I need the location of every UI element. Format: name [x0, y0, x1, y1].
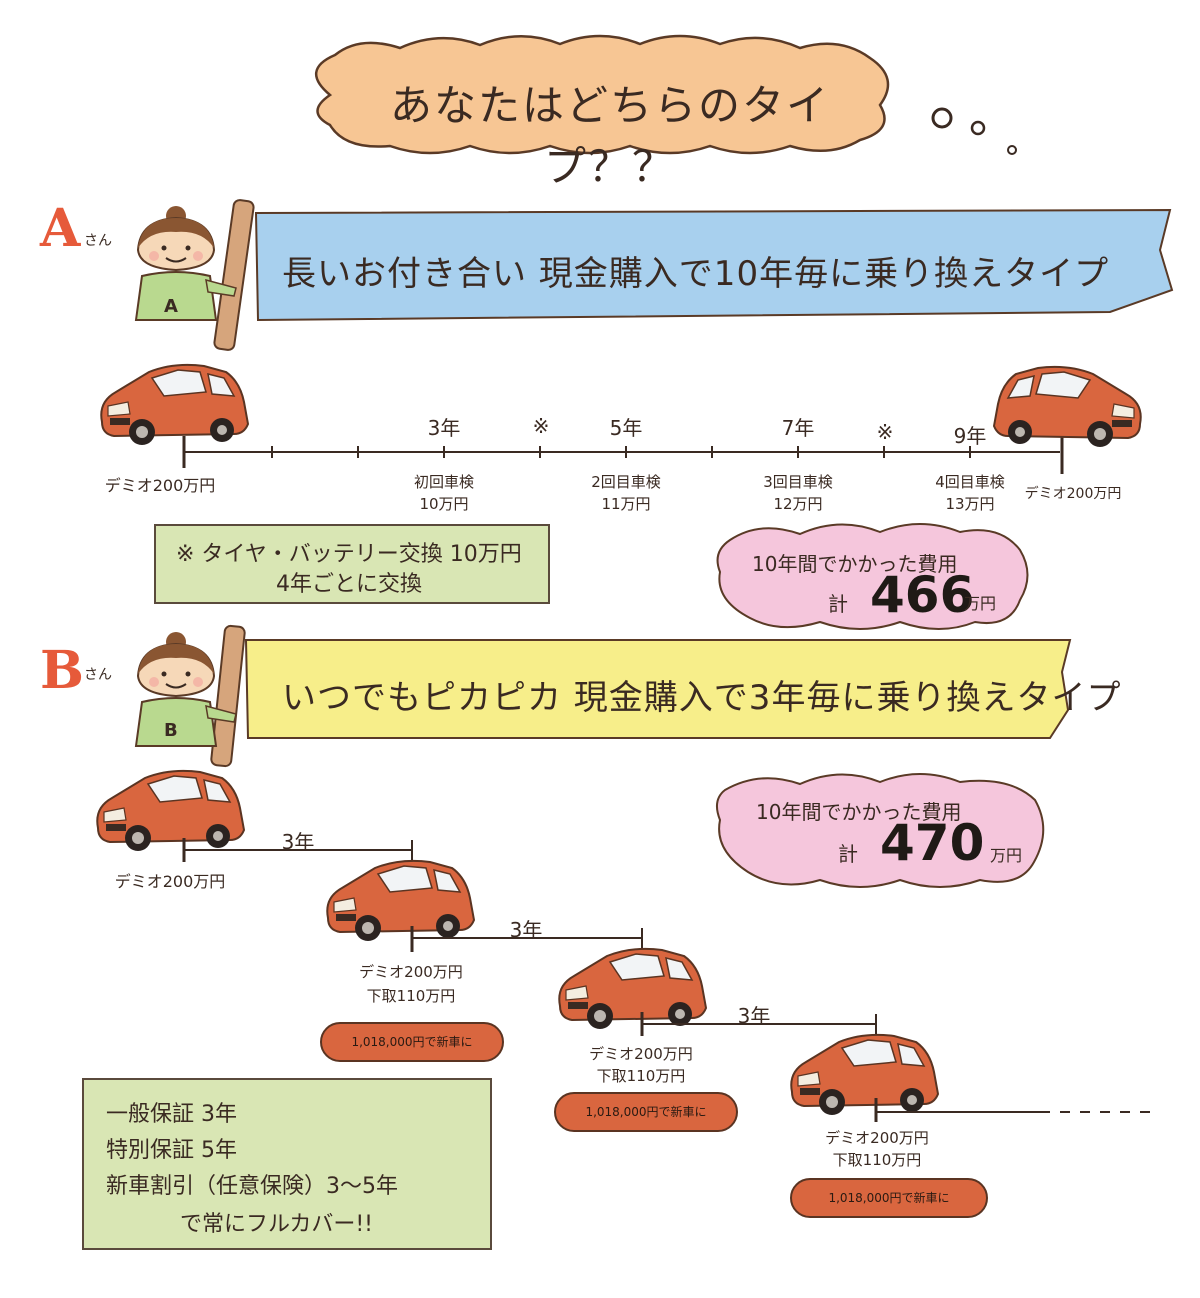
person-b-san: さん — [84, 667, 112, 683]
cost-b-label: 10年間でかかった費用 — [756, 800, 962, 824]
banner-b-text: いつでもピカピカ 現金購入で3年毎に乗り換えタイプ — [282, 678, 1122, 718]
cost-a-prefix: 計 — [828, 592, 848, 616]
cost-b-prefix: 計 — [838, 842, 858, 866]
timeline-b-step-tradein: 下取110万円 — [596, 1067, 686, 1085]
timeline-a-year: 3年 — [427, 416, 461, 440]
note-b-line: 一般保証 3年 — [106, 1102, 237, 1127]
cost-a-unit: 万円 — [964, 594, 997, 613]
note-box-a: ※ タイヤ・バッテリー交換 10万円 4年ごとに交換 — [154, 524, 550, 604]
tire-mark: ※ — [876, 420, 894, 444]
timeline-b-pill: 1,018,000円で新車に — [790, 1178, 988, 1218]
timeline-b-step-tradein: 下取110万円 — [832, 1151, 922, 1169]
timeline-a-year: 7年 — [781, 416, 815, 440]
timeline-b-pill: 1,018,000円で新車に — [554, 1092, 738, 1132]
timeline-b-step-model: デミオ200万円 — [359, 963, 463, 981]
timeline-b-year: 3年 — [509, 918, 543, 942]
person-a-tag: A — [40, 198, 81, 259]
note-b-line: で常にフルカバー!! — [180, 1212, 373, 1237]
note-a-line: ※ タイヤ・バッテリー交換 10万円 — [176, 542, 522, 567]
timeline-a-milestone-cost: 11万円 — [601, 495, 651, 513]
note-b-line: 新車割引（任意保険）3～5年 — [106, 1174, 398, 1199]
timeline-a-milestone-cost: 12万円 — [773, 495, 823, 513]
timeline-a-start-label: デミオ200万円 — [104, 476, 216, 495]
banner-a-text: 長いお付き合い 現金購入で10年毎に乗り換えタイプ — [282, 254, 1110, 294]
timeline-b-year: 3年 — [737, 1004, 771, 1028]
timeline-a-milestone-label: 3回目車検 — [763, 473, 833, 491]
page-title: あなたはどちらのタイプ？？ — [389, 81, 830, 191]
cost-b-total: 470 — [880, 814, 985, 872]
person-b-tag: B — [40, 640, 84, 701]
note-a-line: 4年ごとに交換 — [276, 572, 422, 597]
timeline-b-year: 3年 — [281, 830, 315, 854]
note-box-b: 一般保証 3年 特別保証 5年 新車割引（任意保険）3～5年 で常にフルカバー!… — [82, 1078, 492, 1250]
timeline-a-year: 5年 — [609, 416, 643, 440]
tire-mark: ※ — [532, 414, 550, 438]
timeline-a-end-label: デミオ200万円 — [1024, 486, 1122, 502]
timeline-b-start-label: デミオ200万円 — [114, 872, 226, 891]
cost-b-unit: 万円 — [990, 846, 1023, 865]
timeline-b-step-tradein: 下取110万円 — [366, 987, 456, 1005]
note-b-line: 特別保証 5年 — [106, 1138, 237, 1163]
cost-a-label: 10年間でかかった費用 — [752, 552, 958, 576]
person-b-shirt-letter: B — [164, 720, 178, 741]
timeline-b-pill: 1,018,000円で新車に — [320, 1022, 504, 1062]
timeline-a-milestone-cost: 10万円 — [419, 495, 469, 513]
cost-a-total: 466 — [870, 566, 975, 624]
timeline-b-step-model: デミオ200万円 — [825, 1129, 929, 1147]
person-a-san: さん — [84, 233, 112, 249]
timeline-b-step-model: デミオ200万円 — [589, 1045, 693, 1063]
timeline-a-milestone-label: 4回目車検 — [935, 473, 1005, 491]
person-a-shirt-letter: A — [164, 296, 178, 317]
timeline-a-year: 9年 — [953, 424, 987, 448]
timeline-a-milestone-cost: 13万円 — [945, 495, 995, 513]
timeline-a-milestone-label: 2回目車検 — [591, 473, 661, 491]
timeline-a-milestone-label: 初回車検 — [413, 473, 474, 491]
